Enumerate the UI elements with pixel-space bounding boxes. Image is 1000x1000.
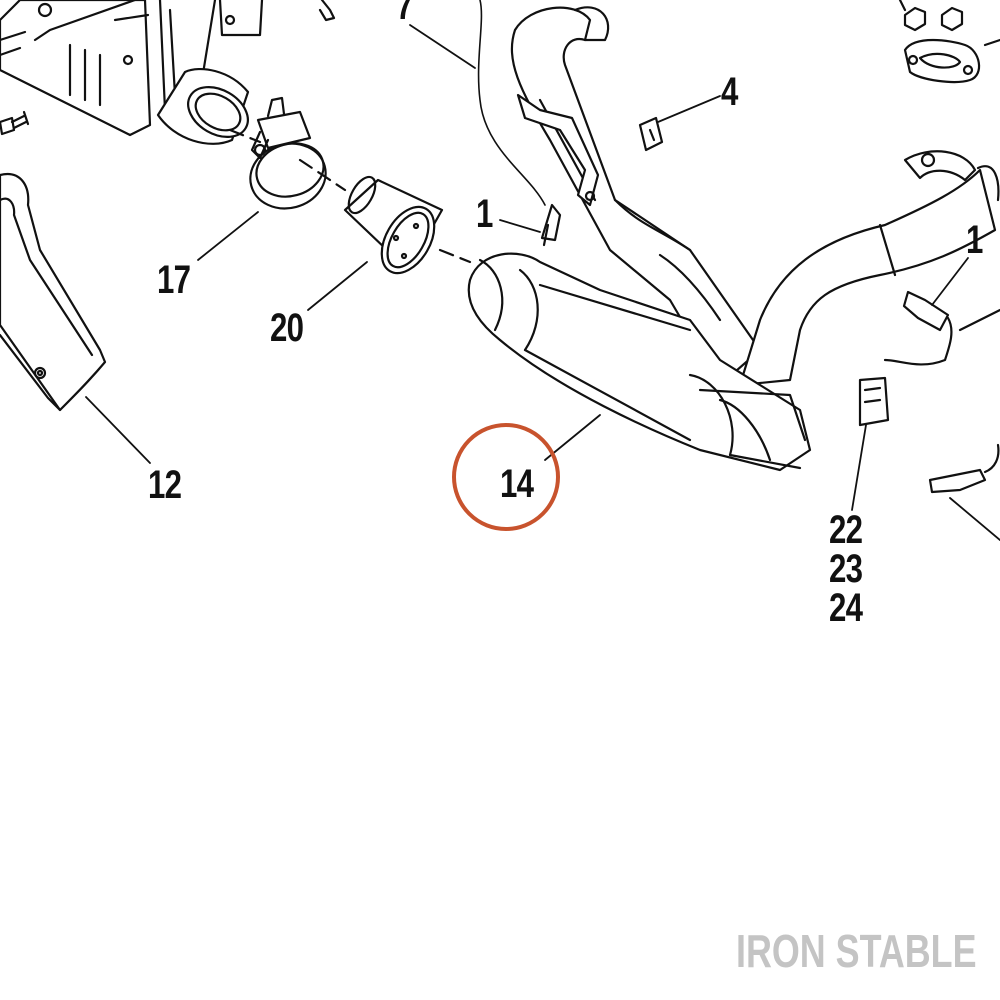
bracket-tab-part-4 xyxy=(638,116,664,152)
muffler-outlet-stub xyxy=(156,68,250,145)
callout-17: 17 xyxy=(157,258,191,302)
gasket-and-nuts-top-right xyxy=(898,0,1000,84)
sleeve-part-20 xyxy=(343,175,444,275)
callout-7: 7 xyxy=(396,0,413,28)
callout-1-left: 1 xyxy=(476,192,493,236)
exhaust-assembly-part-14 xyxy=(467,6,1000,472)
assembly-centerline xyxy=(228,128,472,264)
callout-20: 20 xyxy=(270,306,304,350)
watermark: IRON STABLE xyxy=(736,925,977,977)
heat-shield-part-12 xyxy=(0,172,107,412)
callout-14: 14 xyxy=(500,462,534,506)
callout-22: 22 xyxy=(829,508,863,552)
callout-4: 4 xyxy=(721,70,738,114)
bolt-left xyxy=(0,110,30,136)
callout-24: 24 xyxy=(829,586,863,630)
callout-23: 23 xyxy=(829,547,863,591)
oxygen-sensor-right xyxy=(858,290,1000,494)
callout-1-right: 1 xyxy=(966,218,983,262)
sensor-wire-part-7 xyxy=(477,0,546,206)
highlight-circle xyxy=(452,423,560,531)
leader-lines xyxy=(85,24,1000,541)
callout-12: 12 xyxy=(148,463,182,507)
clamp-part-17 xyxy=(249,96,327,210)
